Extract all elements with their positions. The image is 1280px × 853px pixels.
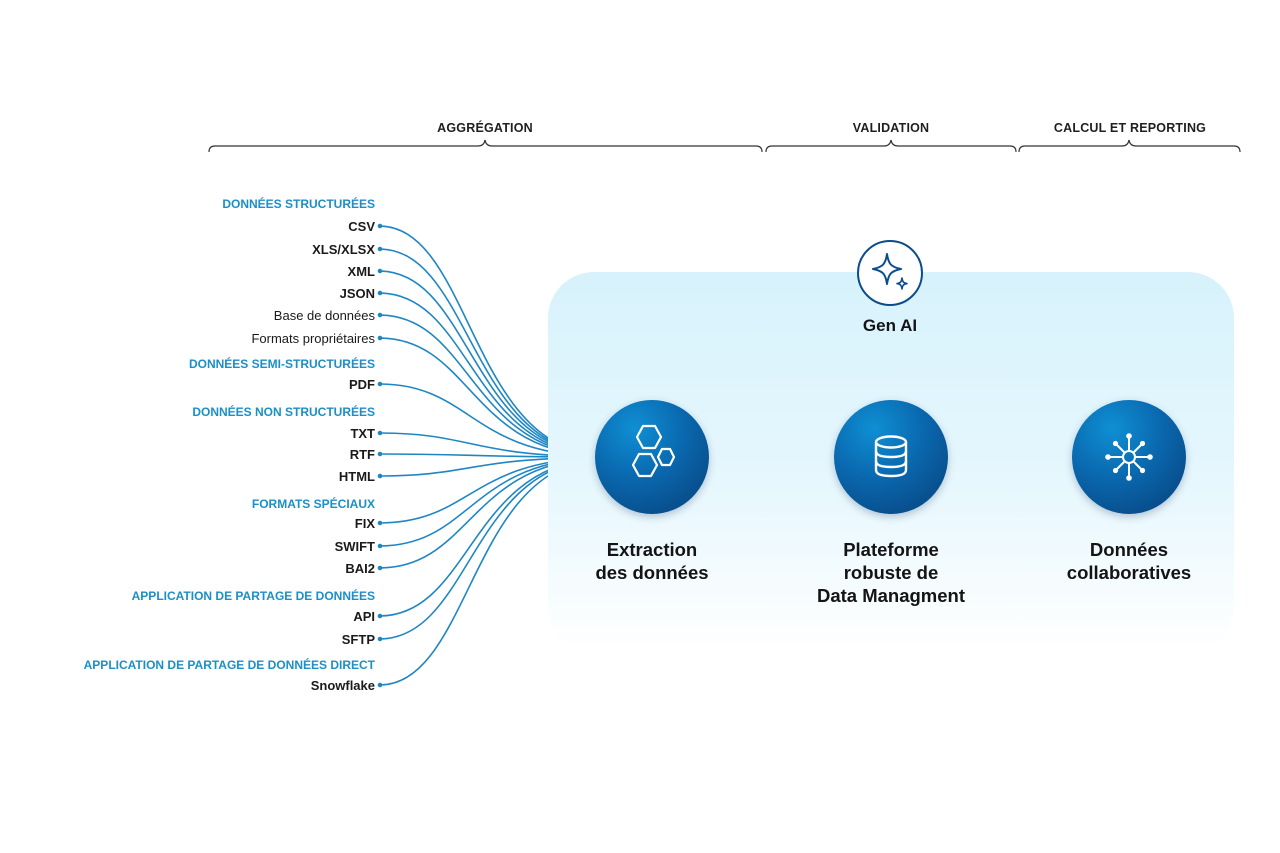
extraction-node	[595, 400, 709, 514]
format-fix: FIX	[354, 516, 375, 531]
collab-node	[1072, 400, 1186, 514]
format-snowflake: Snowflake	[310, 678, 375, 693]
format-rtf: RTF	[349, 447, 375, 462]
extraction-label: Extraction des données	[572, 538, 732, 584]
format-txt: TXT	[350, 426, 375, 441]
format-api: API	[353, 609, 375, 624]
source-connector-dot	[377, 682, 383, 688]
category-sharing-direct: APPLICATION DE PARTAGE DE DONNÉES DIRECT	[83, 658, 375, 672]
phase-validation: VALIDATION	[852, 121, 930, 135]
category-sharing-app: APPLICATION DE PARTAGE DE DONNÉES	[131, 589, 375, 603]
format-swift: SWIFT	[334, 539, 375, 554]
format-csv: CSV	[348, 219, 375, 234]
source-connector-dot	[377, 613, 383, 619]
genai-badge	[857, 240, 923, 306]
hexagons-icon	[631, 424, 676, 478]
genai-label: Gen AI	[862, 316, 918, 335]
category-special: FORMATS SPÉCIAUX	[251, 497, 375, 511]
phase-reporting: CALCUL ET REPORTING	[1053, 121, 1207, 135]
source-connector-dot	[377, 290, 383, 296]
format-proprietary: Formats propriétaires	[251, 331, 375, 346]
source-connector-dot	[377, 430, 383, 436]
source-connector-dot	[377, 246, 383, 252]
source-connector-dot	[377, 223, 383, 229]
format-sftp: SFTP	[341, 632, 375, 647]
phase-braces	[208, 139, 1241, 153]
source-connector-dot	[377, 636, 383, 642]
collab-label: Données collaboratives	[1044, 538, 1214, 584]
format-xls: XLS/XLSX	[312, 242, 375, 257]
category-structured: DONNÉES STRUCTURÉES	[222, 197, 375, 211]
format-bai2: BAI2	[345, 561, 375, 576]
source-connector-dot	[377, 473, 383, 479]
source-connector-dot	[377, 335, 383, 341]
format-json: JSON	[339, 286, 375, 301]
source-connector-dot	[377, 381, 383, 387]
collab-label-line2: collaboratives	[1066, 562, 1192, 583]
collab-label-line1: Données	[1089, 539, 1169, 560]
category-unstructured: DONNÉES NON STRUCTURÉES	[192, 405, 375, 419]
platform-label-line2: robuste de	[843, 562, 939, 583]
phase-aggregation: AGGRÉGATION	[437, 121, 533, 135]
platform-node	[834, 400, 948, 514]
validation-brace	[765, 139, 1017, 153]
database-icon	[874, 435, 908, 478]
extraction-label-line1: Extraction	[606, 539, 698, 560]
platform-label: Plateforme robuste de Data Managment	[796, 538, 986, 607]
source-connector-dot	[377, 543, 383, 549]
source-connector-dot	[377, 451, 383, 457]
platform-label-line1: Plateforme	[843, 539, 939, 560]
format-html: HTML	[338, 469, 375, 484]
reporting-brace	[1018, 139, 1241, 153]
sparkle-icon	[872, 253, 908, 290]
category-semi-structured: DONNÉES SEMI-STRUCTURÉES	[188, 357, 375, 371]
format-xml: XML	[347, 264, 375, 279]
format-pdf: PDF	[349, 377, 375, 392]
extraction-label-line2: des données	[595, 562, 709, 583]
network-hub-icon	[1105, 433, 1153, 481]
aggregation-brace	[208, 139, 763, 153]
source-connector-dot	[377, 520, 383, 526]
platform-label-line3: Data Managment	[816, 585, 966, 606]
format-database: Base de données	[273, 308, 375, 323]
source-connector-dot	[377, 312, 383, 318]
source-connector-dot	[377, 565, 383, 571]
source-connector-dot	[377, 268, 383, 274]
